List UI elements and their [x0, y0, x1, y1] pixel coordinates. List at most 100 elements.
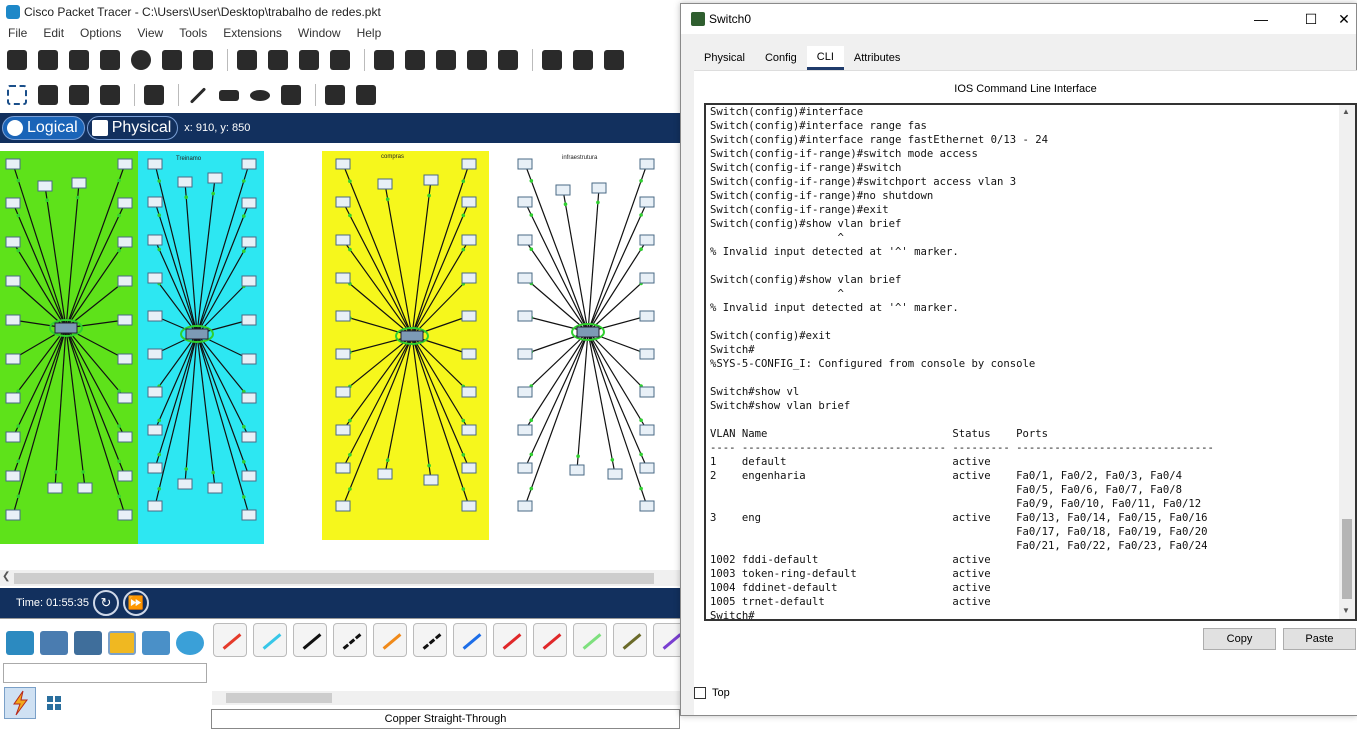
menu-file[interactable]: File [8, 26, 28, 40]
fast-forward-button[interactable]: ⏩ [122, 590, 149, 616]
menu-help[interactable]: Help [356, 26, 382, 40]
auto-connection-button[interactable] [213, 623, 247, 657]
top-checkbox[interactable]: Top [694, 687, 730, 699]
cluster-button[interactable] [601, 47, 627, 73]
link-light-icon [16, 494, 21, 499]
grid-view-icon[interactable] [44, 693, 64, 713]
save-button[interactable] [66, 47, 92, 73]
delete-icon [69, 85, 89, 105]
physical-mode-label: Physical [111, 119, 172, 136]
add-simple-pdu-button[interactable] [322, 82, 348, 108]
paste-button[interactable] [265, 47, 291, 73]
link-light-icon [117, 248, 121, 253]
connection-list-scrollbar[interactable] [212, 691, 680, 705]
menu-view[interactable]: View [137, 26, 164, 40]
packet-tracer-app-icon [6, 5, 20, 19]
maximize-button[interactable]: ☐ [1304, 10, 1318, 27]
network-cable [562, 189, 589, 333]
menu-options[interactable]: Options [80, 26, 122, 40]
cli-scroll-thumb[interactable] [1342, 519, 1352, 599]
copy-button[interactable] [234, 47, 260, 73]
misc-icon[interactable] [142, 631, 170, 655]
pc-icon [77, 482, 93, 494]
components-icon[interactable] [74, 631, 102, 655]
menu-tools[interactable]: Tools [179, 26, 208, 40]
undo-button[interactable] [296, 47, 322, 73]
notes-button[interactable] [539, 47, 565, 73]
tab-config[interactable]: Config [754, 46, 807, 70]
copper-straight-button[interactable] [293, 623, 327, 657]
serial-dte-button[interactable] [533, 623, 567, 657]
scroll-down-icon[interactable]: ▼ [1342, 606, 1350, 615]
connection-scroll-thumb[interactable] [226, 693, 332, 703]
pc-icon [335, 158, 351, 170]
tab-physical[interactable]: Physical [694, 46, 755, 70]
copper-cross-button[interactable] [333, 623, 367, 657]
print-button[interactable] [97, 47, 123, 73]
network-devices-icon[interactable] [6, 631, 34, 655]
link-light-icon [348, 247, 352, 252]
tab-attributes[interactable]: Attributes [843, 46, 911, 70]
iot-custom-button[interactable] [613, 623, 647, 657]
delete-button[interactable] [66, 82, 92, 108]
multiuser-icon[interactable] [176, 631, 204, 655]
link-light-icon [461, 453, 466, 457]
scroll-left-icon[interactable]: ❮ [2, 571, 11, 582]
phone-cable-button[interactable] [413, 623, 447, 657]
network-cable [12, 327, 67, 399]
scroll-up-icon[interactable]: ▲ [1342, 107, 1350, 116]
fiber-button[interactable] [373, 623, 407, 657]
workspace-horizontal-scrollbar[interactable]: ❮ [0, 570, 680, 586]
pc-icon [5, 392, 21, 404]
device-search-field[interactable] [3, 663, 207, 683]
network-wizard-button[interactable] [159, 47, 185, 73]
connections-subcategory-button[interactable] [4, 687, 36, 719]
physical-mode-button[interactable]: Physical [86, 116, 179, 140]
serial-dce-button[interactable] [493, 623, 527, 657]
paste-button[interactable]: Paste [1283, 628, 1356, 650]
octal-cable-button[interactable] [573, 623, 607, 657]
close-button[interactable]: ✕ [1338, 10, 1350, 27]
tab-cli[interactable]: CLI [806, 46, 844, 70]
end-devices-icon[interactable] [40, 631, 68, 655]
draw-rectangle-button[interactable] [216, 82, 242, 108]
draw-line-button[interactable] [185, 82, 211, 108]
cli-output[interactable]: Switch(config)#interface Switch(config)#… [710, 106, 1214, 621]
zoom-reset-button[interactable] [402, 47, 428, 73]
draw-ellipse-button[interactable] [247, 82, 273, 108]
custom-device-button[interactable] [495, 47, 521, 73]
viewport-button[interactable] [570, 47, 596, 73]
resize-button[interactable] [97, 82, 123, 108]
new-file-button[interactable] [4, 47, 30, 73]
power-cycle-button[interactable]: ↻ [92, 590, 119, 616]
workspace-scroll-thumb[interactable] [14, 573, 654, 584]
redo-button[interactable] [327, 47, 353, 73]
select-button[interactable] [4, 82, 30, 108]
copy-button[interactable]: Copy [1203, 628, 1276, 650]
menu-window[interactable]: Window [297, 26, 341, 40]
add-complex-pdu-button[interactable] [353, 82, 379, 108]
freeform-button[interactable] [278, 82, 304, 108]
drawing-palette-button[interactable] [464, 47, 490, 73]
inspect-button[interactable] [35, 82, 61, 108]
zoom-out-button[interactable] [433, 47, 459, 73]
top-checkbox-box[interactable] [694, 687, 706, 699]
dialog-title: Switch0 [709, 12, 752, 26]
minimize-button[interactable]: — [1254, 11, 1268, 27]
zoom-in-button[interactable] [371, 47, 397, 73]
menu-extensions[interactable]: Extensions [223, 26, 282, 40]
copper-cross-icon [342, 633, 362, 650]
place-note-button[interactable] [141, 82, 167, 108]
open-folder-button[interactable] [35, 47, 61, 73]
cli-console[interactable]: Switch(config)#interface Switch(config)#… [704, 103, 1357, 621]
logical-mode-button[interactable]: Logical [2, 116, 85, 140]
link-light-icon [639, 179, 643, 183]
activity-wizard-button[interactable] [190, 47, 216, 73]
info-button[interactable] [128, 47, 154, 73]
menu-edit[interactable]: Edit [43, 26, 65, 40]
console-cable-button[interactable] [253, 623, 287, 657]
cli-vertical-scrollbar[interactable]: ▲ ▼ [1339, 105, 1355, 619]
coaxial-button[interactable] [453, 623, 487, 657]
connections-icon[interactable] [108, 631, 136, 655]
